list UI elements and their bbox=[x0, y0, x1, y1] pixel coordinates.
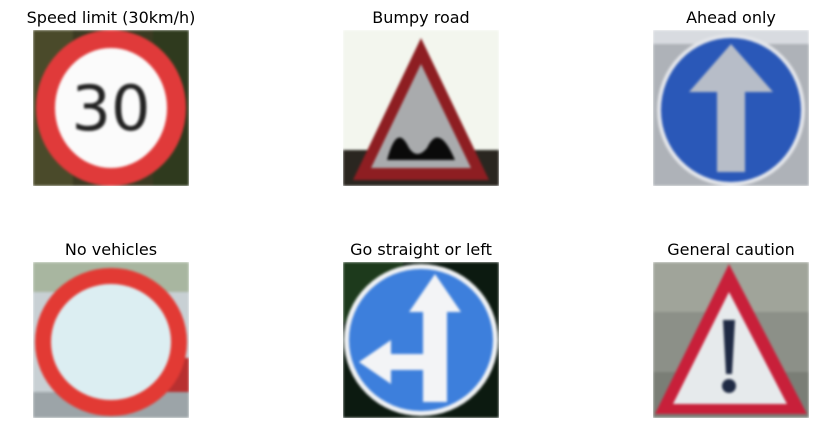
go-straight-or-left-sign-image bbox=[343, 262, 499, 418]
no-vehicles-sign-image bbox=[33, 262, 189, 418]
image-title: Ahead only bbox=[686, 8, 776, 27]
general-caution-sign-image bbox=[653, 262, 809, 418]
image-title: Go straight or left bbox=[350, 240, 492, 259]
ahead-only-sign-image bbox=[653, 30, 809, 186]
speed-limit-digits: 30 bbox=[72, 72, 151, 145]
image-title: Bumpy road bbox=[372, 8, 470, 27]
image-title: Speed limit (30km/h) bbox=[26, 8, 196, 27]
speed-limit-30-sign-image: 30 bbox=[33, 30, 189, 186]
bumpy-road-sign-image bbox=[343, 30, 499, 186]
image-title: General caution bbox=[667, 240, 795, 259]
image-title: No vehicles bbox=[64, 240, 158, 259]
